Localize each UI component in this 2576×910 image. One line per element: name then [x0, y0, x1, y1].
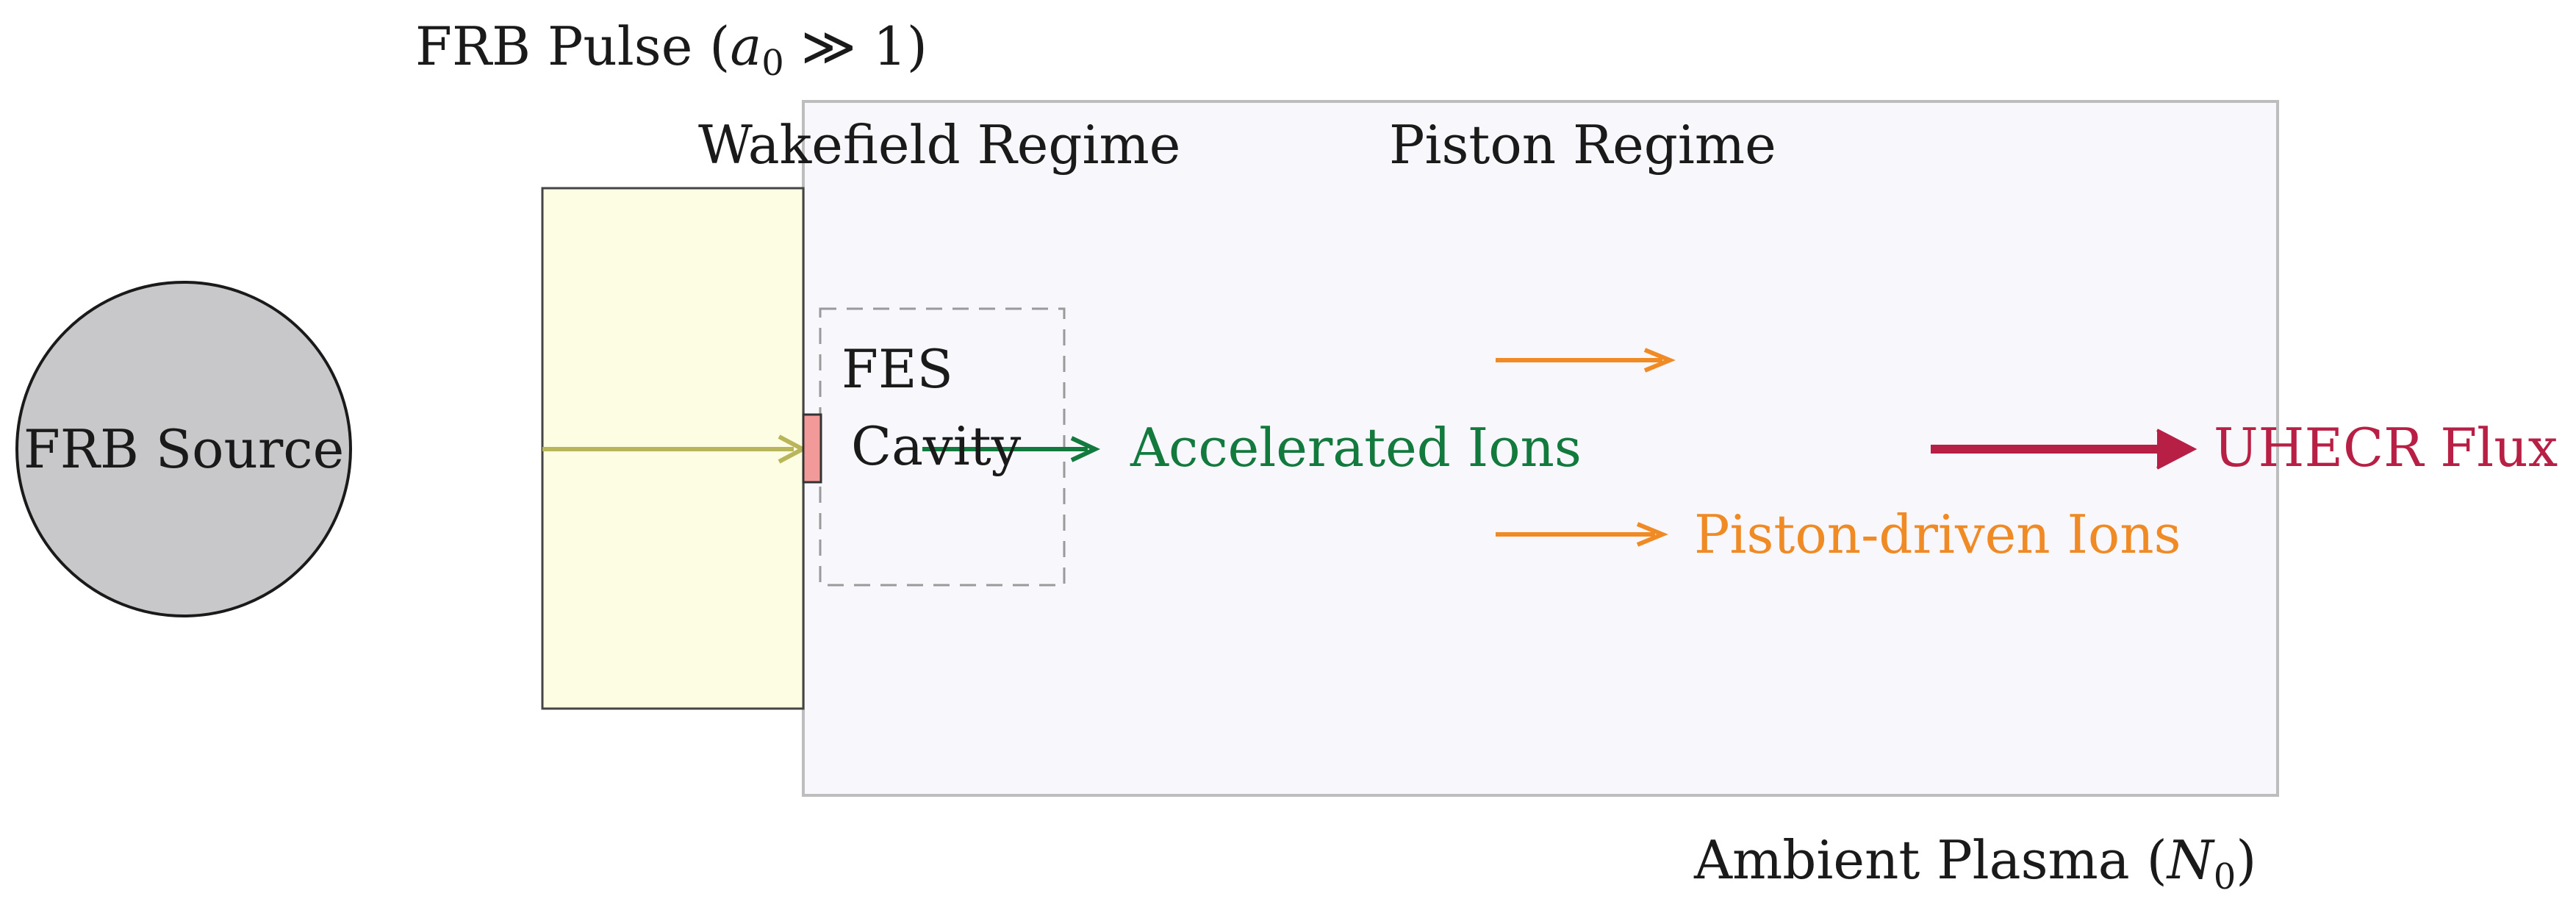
uhecr-flux-label: UHECR Flux: [2214, 417, 2558, 479]
piston-ions-arrowhead-upper: [1643, 348, 1676, 373]
piston-ions-arrowhead-lower: [1636, 522, 1668, 547]
ambient-plasma-label: Ambient Plasma (N0): [1693, 829, 2256, 898]
fes-label: FES: [842, 338, 953, 400]
pulse-front-block: [802, 413, 822, 484]
accelerated-ions-label: Accelerated Ions: [1130, 417, 1582, 479]
frb-source-label: FRB Source: [24, 418, 344, 480]
cavity-label: Cavity: [851, 415, 1022, 477]
piston-regime-label: Piston Regime: [1389, 114, 1776, 176]
accelerated-ions-arrowhead: [1070, 436, 1101, 462]
frb-pulse-label: FRB Pulse (a0 ≫ 1): [415, 15, 928, 84]
wakefield-regime-label: Wakefield Regime: [698, 114, 1180, 176]
frb-source-circle: [15, 281, 352, 617]
piston-driven-ions-label: Piston-driven Ions: [1694, 504, 2181, 565]
uhecr-flux-arrowhead: [2156, 429, 2198, 470]
